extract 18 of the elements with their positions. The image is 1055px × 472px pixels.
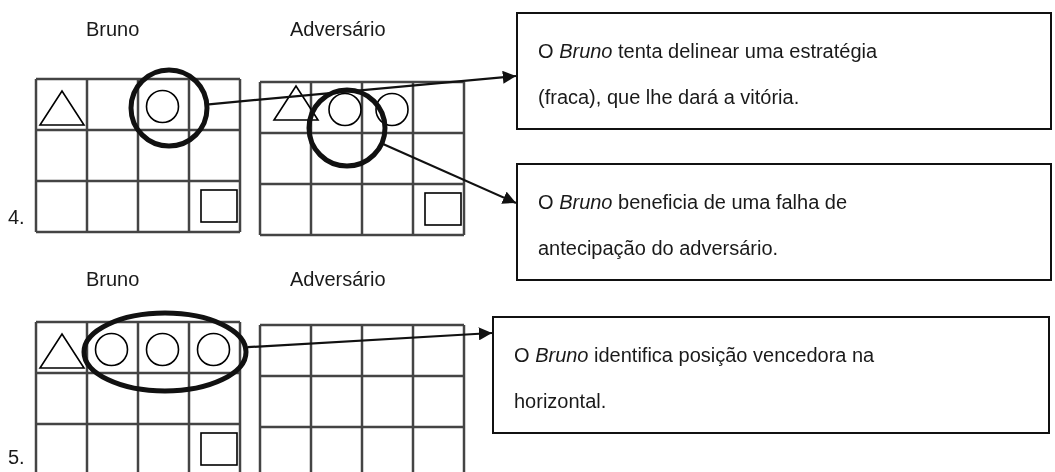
column-heading: Bruno [86,268,140,291]
arrow [247,327,493,349]
panel-number: 4. [8,206,25,229]
highlight-ring [81,310,249,394]
arrow [208,70,517,106]
panel-number: 5. [8,446,25,469]
comment-box [492,316,1050,434]
arrow [383,143,517,204]
highlight-ring [128,66,210,150]
highlight-ring [306,87,388,169]
comment-text: O Bruno beneficia de uma falha de antecipação do adversário. [538,190,849,261]
comment-box [516,163,1052,281]
column-heading: Adversário [290,268,386,291]
column-heading: Adversário [290,18,386,41]
comment-box [516,12,1052,130]
column-heading: Bruno [86,18,140,41]
comment-text: O Bruno identifica posição vencedora na horizontal. [514,343,876,414]
comment-text: O Bruno tenta delinear uma estratégia (fraca), que lhe dará a vitória. [538,39,879,110]
